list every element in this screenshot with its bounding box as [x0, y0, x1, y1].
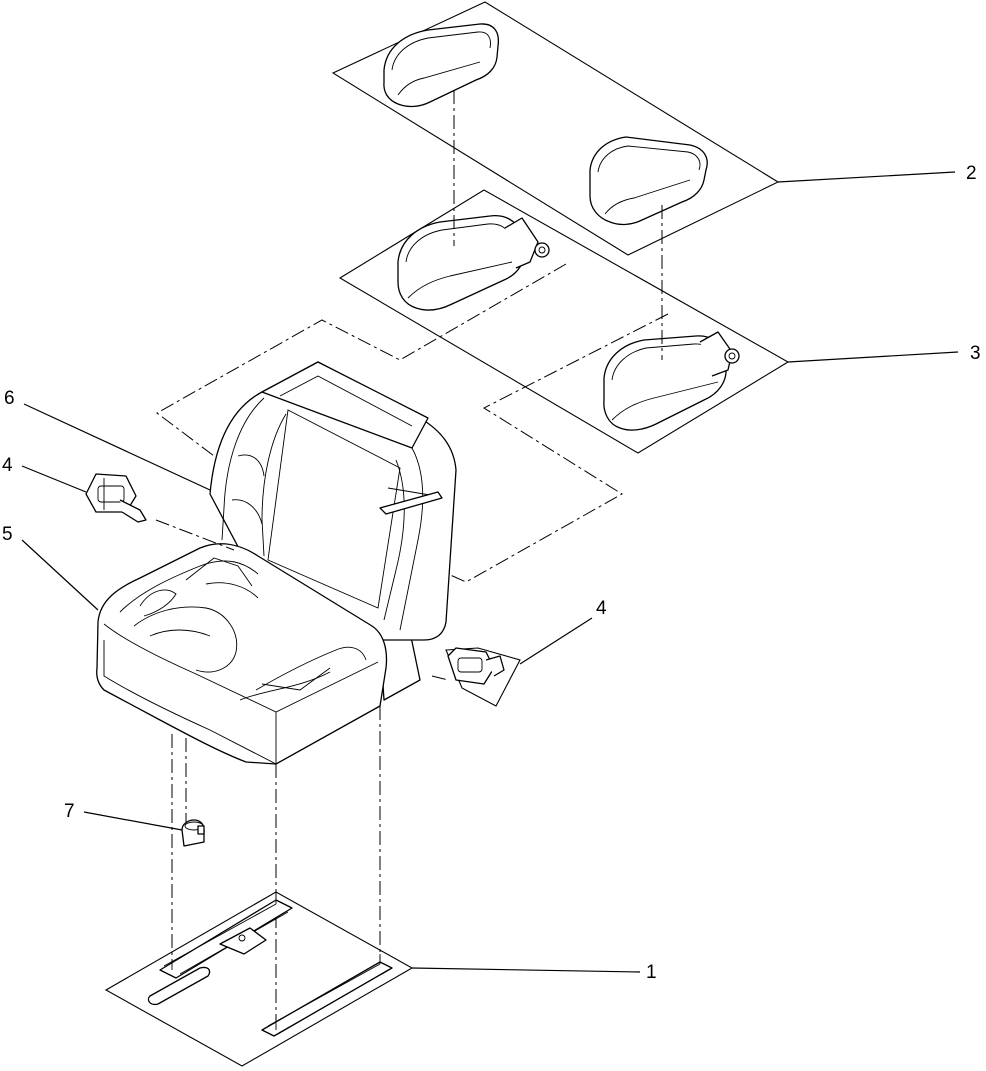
leader-7: [83, 811, 183, 831]
seat-belt-buckle-left: [85, 473, 147, 523]
seat-belt-buckle-right: [445, 647, 521, 707]
callout-6: 6: [4, 388, 15, 409]
leader-5: [21, 539, 99, 611]
leader-4a: [21, 465, 87, 493]
seat-assembly: [96, 361, 457, 765]
leader-4b: [519, 617, 593, 665]
callout-7: 7: [64, 801, 75, 822]
leader-6: [23, 403, 211, 491]
seat-slides-assembly: [104, 891, 414, 1067]
callout-2: 2: [966, 163, 977, 184]
callout-4-right: 4: [596, 598, 607, 619]
armrest-pads-assembly: [331, 1, 780, 256]
leader-3: [787, 351, 959, 363]
seat-switch: [181, 819, 205, 847]
leader-2: [777, 171, 956, 183]
armrests-assembly: [338, 189, 790, 454]
callout-4-left: 4: [2, 455, 13, 476]
callout-1: 1: [646, 962, 657, 983]
leader-1: [411, 967, 641, 973]
callout-5: 5: [2, 524, 13, 545]
callout-3: 3: [970, 343, 981, 364]
